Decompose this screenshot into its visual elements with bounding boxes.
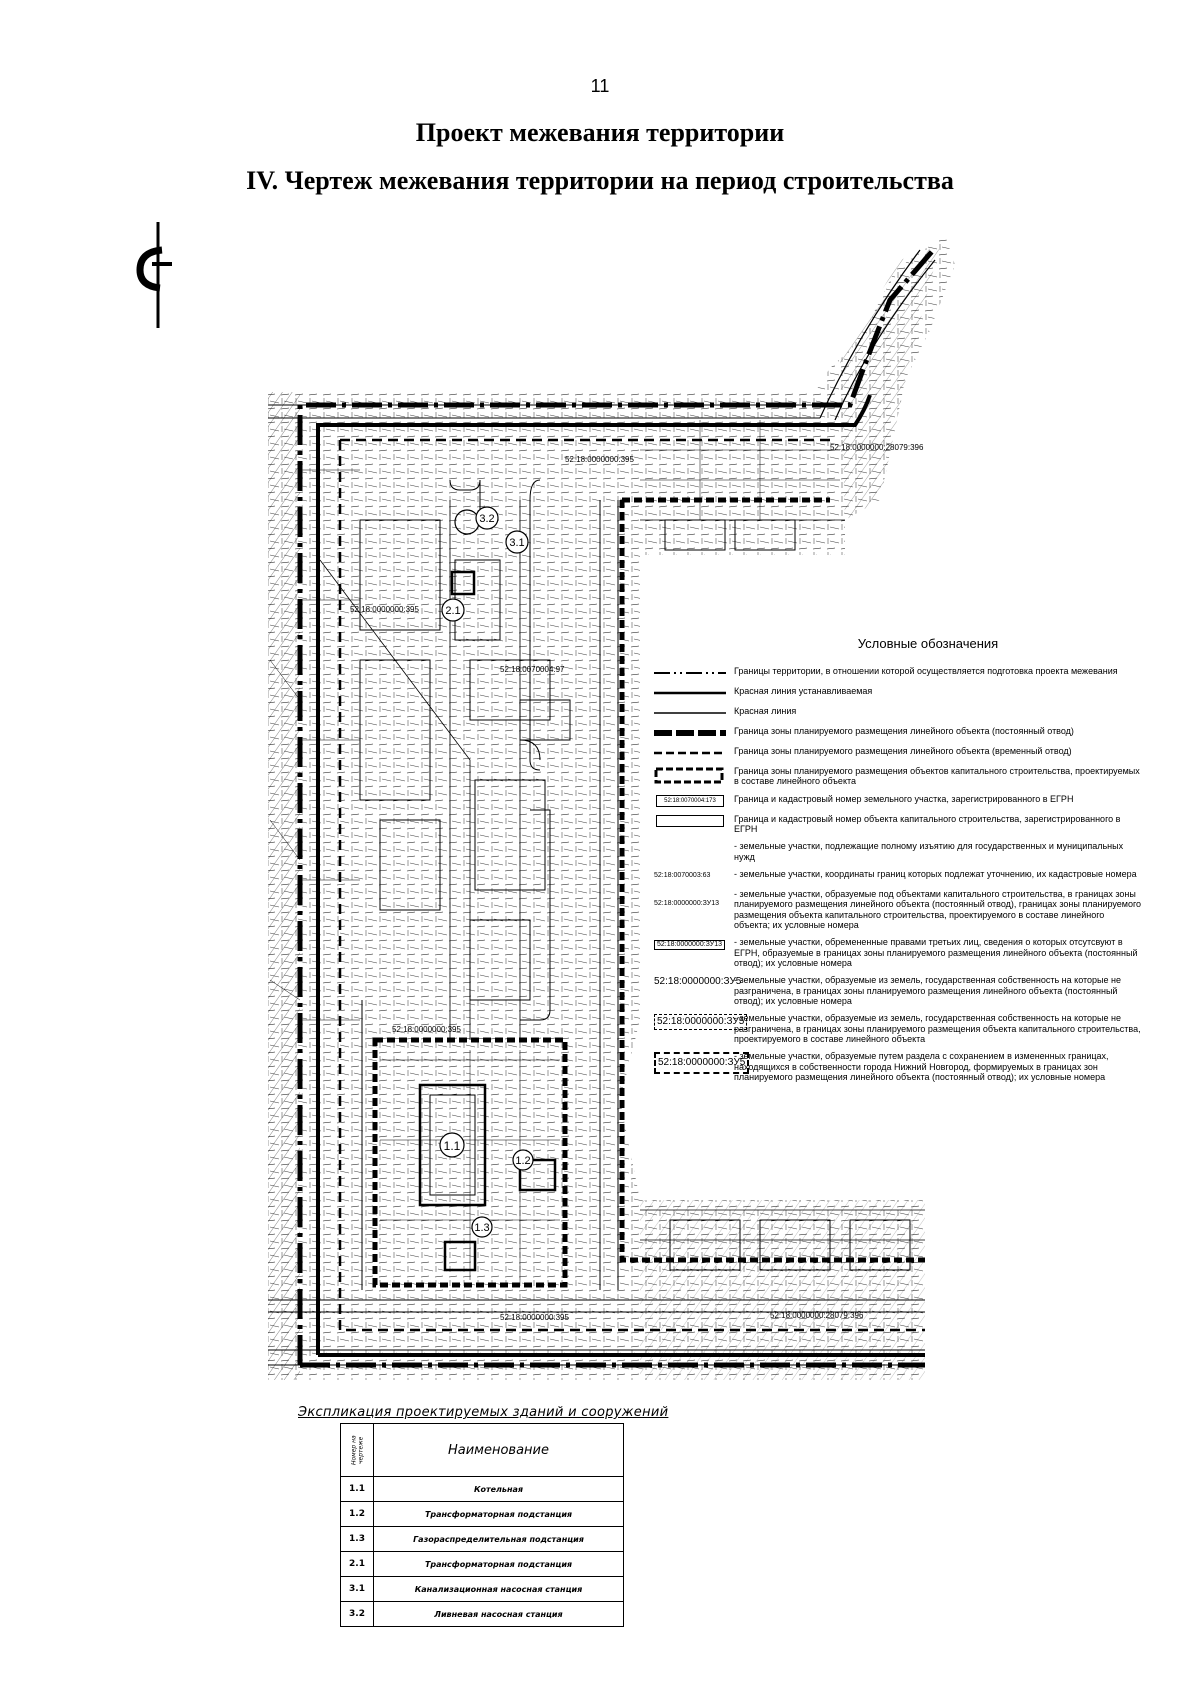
- legend-item-text: - земельные участки, координаты границ к…: [734, 869, 1137, 879]
- row-number: 1.1: [340, 1476, 374, 1502]
- legend-item-text: - земельные участки, образуемые из земел…: [734, 1013, 1141, 1045]
- row-name: Ливневая насосная станция: [373, 1601, 624, 1627]
- legend-item: 52:18:0000000:ЗУ5 - земельные участки, о…: [654, 975, 1142, 1006]
- legend-item-text: - земельные участки, обремененные правам…: [734, 937, 1138, 969]
- legend-item-text: Граница зоны планируемого размещения объ…: [734, 765, 1140, 787]
- construction-zone-boundary: [619, 497, 925, 1263]
- cadastral-label-icon: 52:18:0070003:63: [654, 872, 711, 879]
- row-name: Котельная: [373, 1476, 624, 1502]
- table-header: Номер на чертеже Наименование: [340, 1423, 624, 1477]
- parcel-number: 52:18:0000000:28079:396: [830, 443, 924, 452]
- dash-dot-line-icon: [654, 671, 726, 674]
- legend-item-text: Красная линия: [734, 705, 797, 716]
- row-number: 2.1: [340, 1551, 374, 1577]
- explication-table: Номер на чертеже Наименование 1.1 Котель…: [340, 1423, 624, 1627]
- row-name: Газораспределительная подстанция: [373, 1526, 624, 1552]
- building-label-1-3: 1.3: [474, 1222, 489, 1234]
- legend-item-text: Граница и кадастровый номер объекта капи…: [734, 813, 1121, 834]
- building-label-1-1: 1.1: [444, 1139, 461, 1153]
- legend-item: 52:18:0000000:ЗУ13 - земельные участки, …: [654, 889, 1142, 930]
- permanent-allotment-boundary: [316, 394, 872, 1355]
- column-header-number: Номер на чертеже: [340, 1423, 374, 1477]
- building-label-2-1: 2.1: [445, 605, 460, 617]
- heavy-dashed-line-icon: [654, 729, 726, 736]
- legend-item: Граница зоны планируемого размещения лин…: [654, 746, 1142, 759]
- thin-line-icon: [654, 712, 726, 714]
- table-row: 1.1 Котельная: [340, 1476, 624, 1502]
- legend-item: 52:18:0000000:ЗУ5 - земельные участки, о…: [654, 1013, 1142, 1044]
- legend-item: Граница зоны планируемого размещения лин…: [654, 726, 1142, 739]
- cadastral-dashed-box-icon: 52:18:0000000:ЗУ5: [654, 1014, 748, 1030]
- table-row: 1.3 Газораспределительная подстанция: [340, 1526, 624, 1552]
- cadastral-box-icon: 52:18:0000000:ЗУ13: [654, 938, 726, 951]
- page-number: 11: [590, 76, 610, 96]
- legend-item-text: - земельные участки, образуемые из земел…: [734, 975, 1121, 1007]
- table-row: 1.2 Трансформаторная подстанция: [340, 1501, 624, 1527]
- row-name: Канализационная насосная станция: [373, 1576, 624, 1602]
- legend-item-text: - земельные участки, подлежащие полному …: [734, 841, 1124, 862]
- cadastral-heavy-dashed-box-icon: 52:18:0000000:ЗУ5: [654, 1052, 750, 1074]
- table-row: 3.1 Канализационная насосная станция: [340, 1576, 624, 1602]
- legend-item-text: Границы территории, в отношении которой …: [734, 665, 1118, 676]
- parcel-number: 52:18:0000000:395: [350, 605, 420, 614]
- row-name: Трансформаторная подстанция: [373, 1551, 624, 1577]
- row-name: Трансформаторная подстанция: [373, 1501, 624, 1527]
- table-row: 2.1 Трансформаторная подстанция: [340, 1551, 624, 1577]
- parcel-numbers: 52:18:0000000:395 52:18:0000000:395 52:1…: [350, 443, 924, 1322]
- row-number: 3.1: [340, 1576, 374, 1602]
- map-parcels: [359, 479, 911, 1271]
- legend-item: 52:18:0070003:63 - земельные участки, ко…: [654, 869, 1142, 882]
- legend-item-text: Граница и кадастровый номер земельного у…: [734, 793, 1074, 804]
- cadastral-label-icon: 52:18:0000000:ЗУ13: [654, 900, 720, 907]
- row-number: 1.2: [340, 1501, 374, 1527]
- dashed-line-icon: [654, 751, 726, 755]
- row-number: 3.2: [340, 1601, 374, 1627]
- document-title: Проект межевания территории: [415, 118, 785, 147]
- section-title: IV. Чертеж межевания территории на перио…: [246, 166, 954, 195]
- building-label-1-2: 1.2: [515, 1155, 530, 1167]
- territory-boundary: [297, 246, 937, 1365]
- dashed-box-icon: [654, 767, 724, 784]
- legend-item-text: Красная линия устанавливаемая: [734, 685, 873, 696]
- legend-item-text: - земельные участки, образуемые путем ра…: [734, 1051, 1109, 1083]
- legend-item: 52:18:0000000:ЗУ13 - земельные участки, …: [654, 937, 1142, 968]
- legend-item: Красная линия устанавливаемая: [654, 686, 1142, 699]
- legend-item: 52:18:0000000:ЗУ5 - земельные участки, о…: [654, 1051, 1142, 1082]
- legend-item: Граница и кадастровый номер объекта капи…: [654, 814, 1142, 835]
- legend-item: Красная линия: [654, 706, 1142, 719]
- legend-item: Граница зоны планируемого размещения объ…: [654, 766, 1142, 787]
- legend-item-text: Граница зоны планируемого размещения лин…: [734, 745, 1072, 756]
- temporary-allotment-boundary: [338, 438, 925, 1332]
- legend-item: Границы территории, в отношении которой …: [654, 666, 1142, 679]
- building-label-3-2: 3.2: [479, 513, 494, 525]
- legend: Условные обозначения Границы территории,…: [654, 636, 1142, 1090]
- legend-title: Условные обозначения: [857, 636, 999, 651]
- parcel-number: 52:18:0000000:28079:396: [770, 1311, 864, 1320]
- parcel-number: 52:18:0070004:97: [500, 665, 565, 674]
- construction-zone-rect: [372, 1037, 568, 1288]
- north-arrow-icon: [136, 222, 172, 328]
- table-row: 3.2 Ливневая насосная станция: [340, 1601, 624, 1627]
- parcel-number: 52:18:0000000:395: [392, 1025, 462, 1034]
- legend-item: - земельные участки, подлежащие полному …: [654, 841, 1142, 862]
- building-label-3-1: 3.1: [509, 537, 524, 549]
- object-box-icon: [654, 814, 726, 827]
- solid-line-icon: [654, 691, 726, 695]
- empty-symbol: [654, 842, 726, 854]
- explication-title: Экспликация проектируемых зданий и соору…: [298, 1405, 669, 1420]
- column-header-name: Наименование: [373, 1423, 624, 1477]
- parcel-number: 52:18:0000000:395: [500, 1313, 570, 1322]
- parcel-number: 52:18:0000000:395: [565, 455, 635, 464]
- map-detail-lines: [269, 420, 840, 1280]
- building-markers: 1.1 1.2 1.3 2.1 3.1 3.2: [439, 506, 534, 1238]
- legend-item-text: Граница зоны планируемого размещения лин…: [734, 725, 1074, 736]
- legend-item-text: - земельные участки, образуемые под объе…: [734, 889, 1142, 931]
- row-number: 1.3: [340, 1526, 374, 1552]
- cadastral-large-label-icon: 52:18:0000000:ЗУ5: [654, 976, 742, 988]
- legend-item: 52:18:0070004:173 Граница и кадастровый …: [654, 794, 1142, 807]
- parcel-box-icon: 52:18:0070004:173: [654, 794, 726, 807]
